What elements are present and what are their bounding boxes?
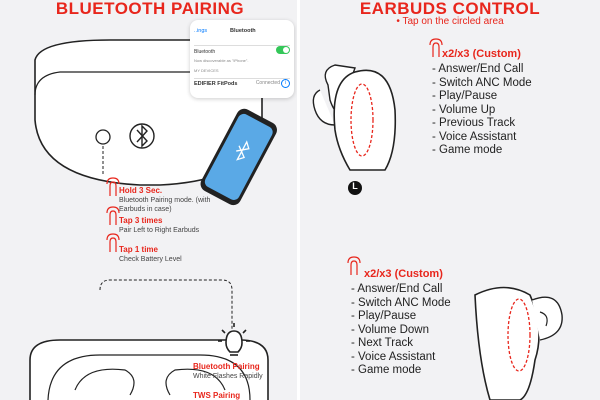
left-earbud <box>312 64 397 195</box>
left-custom-label: x2/x3 (Custom) <box>442 48 521 60</box>
phone-illustration <box>200 108 277 206</box>
step-tap1-desc: Check Battery Level <box>119 256 182 263</box>
right-custom-label: x2/x3 (Custom) <box>364 268 443 280</box>
tap-hand-icon <box>106 177 120 252</box>
indicator-tws-label: TWS Pairing <box>193 391 241 400</box>
device-row[interactable]: EDIFIER FitPods <box>194 78 290 87</box>
tap-hand-icon <box>347 38 443 275</box>
bluetooth-toggle[interactable] <box>276 46 290 54</box>
indicator-bt-label: Bluetooth Pairing <box>193 362 260 371</box>
list-item: - Game mode <box>351 364 422 376</box>
list-item: - Volume Up <box>432 103 496 116</box>
left-side-letter: L <box>352 181 358 191</box>
earbuds-control-panel: EARBUDS CONTROL • Tap on the circled are… <box>300 0 600 400</box>
left-function-list: - Answer/End Call - Switch ANC Mode - Pl… <box>432 63 532 158</box>
case-button <box>95 129 111 145</box>
list-item: - Switch ANC Mode <box>351 296 451 309</box>
discoverable-text: Now discoverable as "iPhone". <box>194 58 249 63</box>
step-tap1-label: Tap 1 time <box>119 245 158 254</box>
earbuds-illustration <box>312 38 563 400</box>
settings-back-link[interactable]: ..ings <box>194 28 208 34</box>
indicator-bt-desc: White Flashes Rapidly <box>193 373 263 380</box>
right-function-list: - Answer/End Call - Switch ANC Mode - Pl… <box>351 283 451 378</box>
list-item: - Answer/End Call <box>432 63 524 75</box>
phone-settings-screen: ..ings Bluetooth Bluetooth Now discovera… <box>190 20 294 98</box>
list-item: - Game mode <box>432 144 503 156</box>
list-item: - Voice Assistant <box>432 130 517 143</box>
list-item: - Play/Pause <box>432 90 498 102</box>
pairing-title: BLUETOOTH PAIRING <box>55 0 245 18</box>
list-item: - Answer/End Call <box>351 283 443 295</box>
led-indicator-icon <box>218 323 250 356</box>
list-item: - Volume Down <box>351 323 429 336</box>
device-name: EDIFIER FitPods <box>194 81 238 87</box>
step-hold-desc: Bluetooth Pairing mode. (with Earbuds in… <box>119 197 211 213</box>
info-icon[interactable]: i <box>281 79 290 88</box>
left-tap-area[interactable] <box>350 83 374 157</box>
list-item: - Voice Assistant <box>351 350 436 363</box>
my-devices-heading: MY DEVICES <box>194 68 219 73</box>
settings-header: Bluetooth <box>230 28 256 34</box>
bluetooth-row-label: Bluetooth <box>194 45 290 55</box>
bluetooth-pairing-panel: BLUETOOTH PAIRING <box>0 0 300 400</box>
step-tap3-desc: Pair Left to Right Earbuds <box>119 227 200 234</box>
control-title: EARBUDS CONTROL <box>359 0 541 18</box>
list-item: - Play/Pause <box>351 310 417 322</box>
step-hold-label: Hold 3 Sec. <box>119 186 163 195</box>
list-item: - Previous Track <box>432 117 516 129</box>
right-tap-area[interactable] <box>507 298 531 372</box>
list-item: - Switch ANC Mode <box>432 76 532 89</box>
step-tap3-label: Tap 3 times <box>119 216 163 225</box>
device-status: Connected <box>255 80 280 86</box>
list-item: - Next Track <box>351 337 413 349</box>
control-subtitle: • Tap on the circled area <box>396 16 504 27</box>
right-earbud <box>474 286 563 400</box>
left-side-mark <box>348 181 362 195</box>
